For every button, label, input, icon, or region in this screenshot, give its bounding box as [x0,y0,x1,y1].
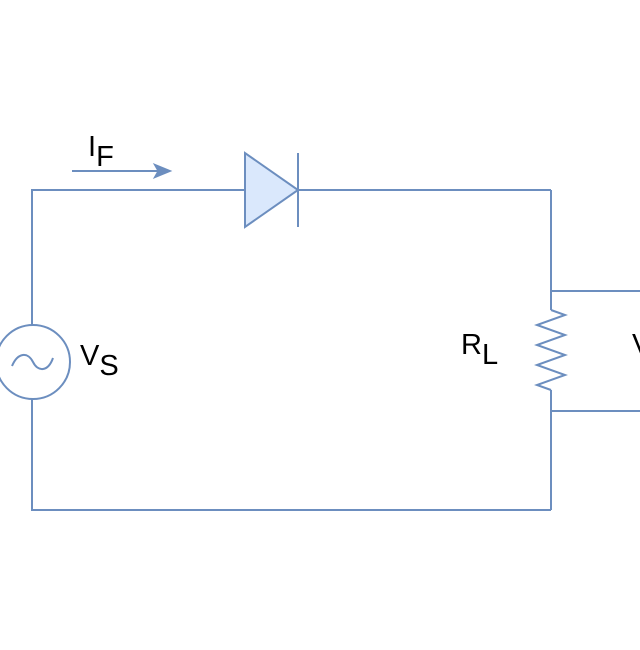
current-arrow-head [152,162,173,180]
diode-triangle [244,151,300,229]
current-label: IF [88,133,114,172]
output-label: V [632,331,640,360]
current-label-sub: F [96,141,114,173]
current-label-main: I [88,131,97,163]
output-label-main: V [632,329,640,361]
ac-source-circle [0,324,71,400]
sine-wave-icon [11,354,54,370]
source-label: VS [80,342,119,381]
source-label-sub: S [99,350,119,382]
load-label-sub: L [481,339,499,371]
resistor [534,309,568,391]
wire-top-left [31,189,245,325]
wire-bottom [31,399,551,511]
source-label-main: V [80,340,100,372]
load-label-main: R [461,329,482,361]
load-label: RL [461,331,498,370]
